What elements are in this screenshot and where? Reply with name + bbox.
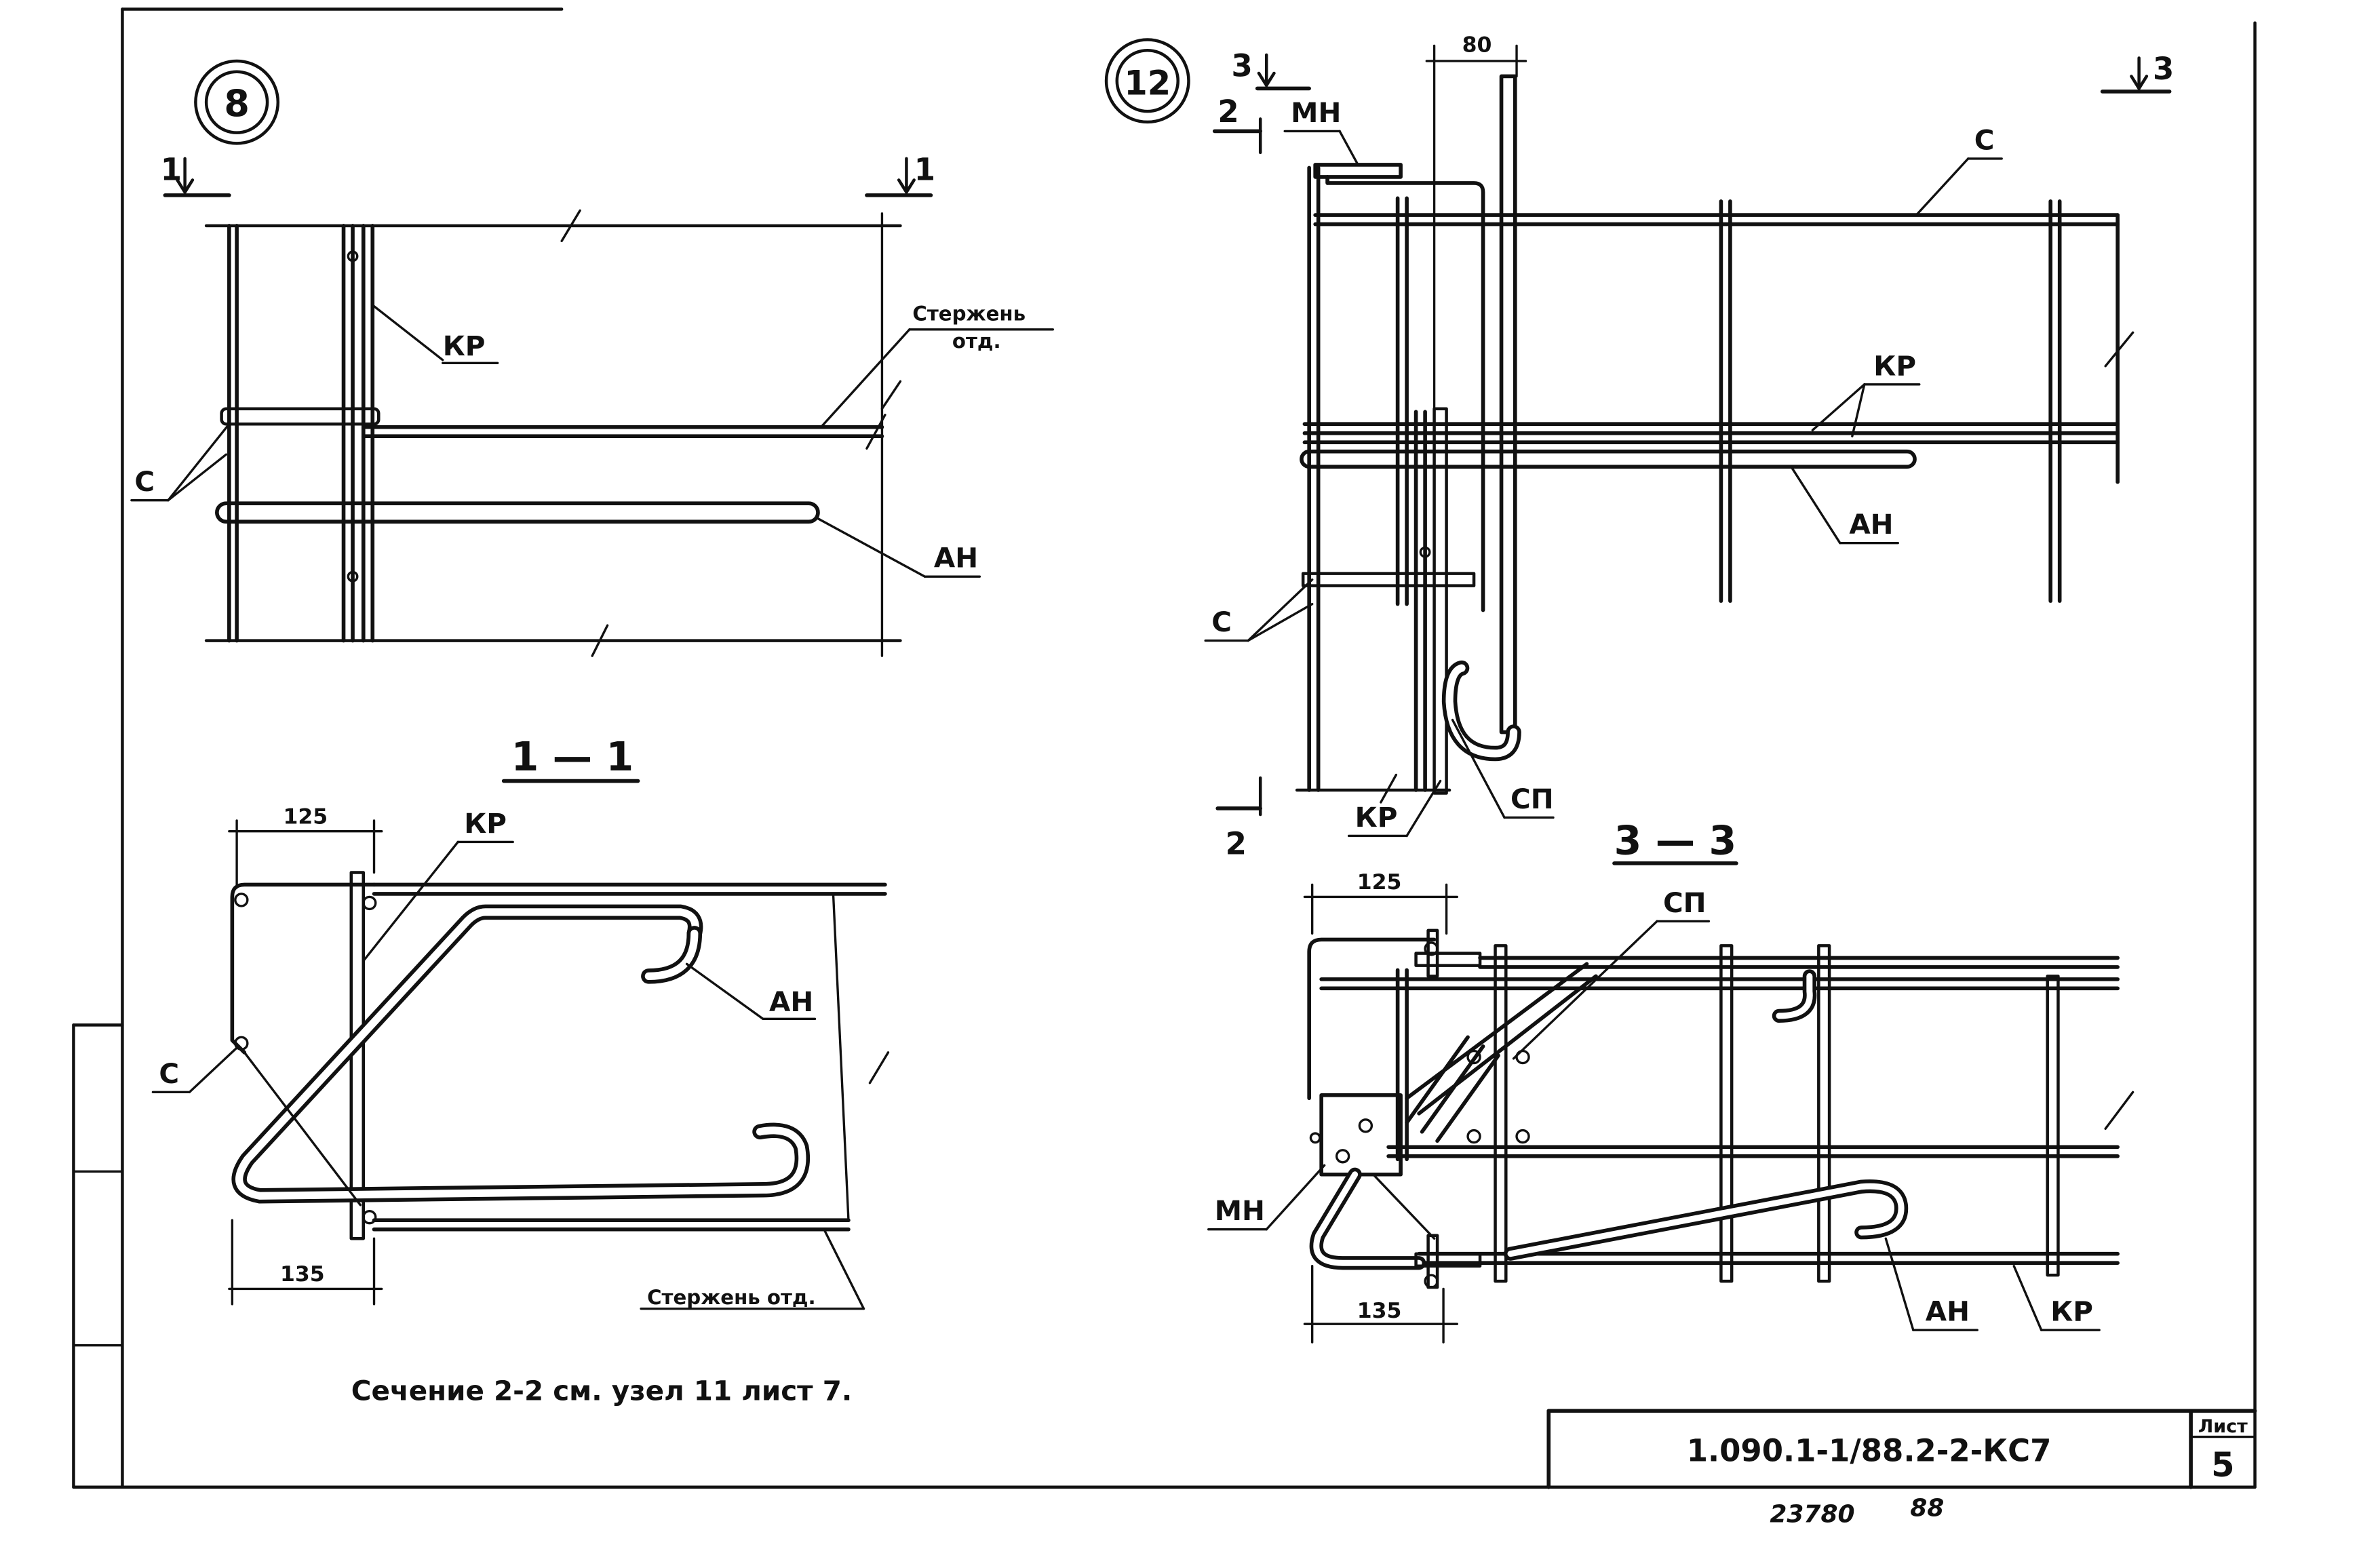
section-3-3-view: 3 — 3 125 — [1207, 817, 2134, 1344]
label-an: АН — [934, 542, 978, 574]
title-block: 1.090.1-1/88.2-2-КС7 Лист 5 — [1546, 1409, 2257, 1489]
label-sp: СП — [1510, 783, 1554, 815]
inventory-number: 23780 — [1770, 1501, 1854, 1529]
section-mark-3-right: 3 — [2153, 51, 2174, 87]
section-3-3-title: 3 — 3 — [1614, 817, 1737, 863]
section-mark-2-top: 2 — [1217, 94, 1239, 130]
section-mark-right: 1 — [914, 151, 935, 187]
section-mark-3-left: 3 — [1232, 47, 1253, 83]
node-8-view: 8 1 1 КР Стержень отд. С — [130, 59, 1055, 657]
label-kr: КР — [2050, 1295, 2093, 1328]
label-rod: Стержень отд. — [647, 1286, 816, 1309]
label-an: АН — [769, 985, 813, 1018]
label-rod-2: отд. — [952, 330, 1001, 353]
note: Сечение 2-2 см. узел 11 лист 7. — [351, 1375, 853, 1407]
dim-135: 135 — [1357, 1299, 1402, 1323]
doc-code: 1.090.1-1/88.2-2-КС7 — [1687, 1433, 2052, 1469]
label-mn: МН — [1291, 96, 1341, 129]
label-mn: МН — [1215, 1194, 1265, 1227]
section-1-1-view: 1 — 1 125 135 КР АН С — [151, 734, 890, 1310]
dim-80: 80 — [1462, 33, 1492, 57]
sheet-number: 5 — [2211, 1445, 2234, 1485]
label-an: АН — [1926, 1295, 1970, 1328]
label-an: АН — [1849, 508, 1893, 541]
sheet-frame — [72, 7, 2257, 1489]
label-s: С — [159, 1057, 179, 1090]
label-s: С — [1211, 606, 1232, 638]
label-s: С — [134, 465, 155, 498]
node-8-number: 8 — [224, 82, 250, 125]
section-mark-2-bottom: 2 — [1226, 825, 1247, 861]
dim-125: 125 — [1357, 870, 1402, 895]
sheet-label: Лист — [2198, 1416, 2248, 1437]
label-sp: СП — [1663, 886, 1707, 919]
node-12-number: 12 — [1124, 63, 1171, 102]
dim-125: 125 — [283, 804, 328, 829]
label-kr: КР — [443, 330, 486, 362]
section-1-1-title: 1 — 1 — [511, 734, 634, 780]
dim-135: 135 — [280, 1262, 325, 1287]
label-rod: Стержень — [912, 302, 1026, 325]
inventory-year: 88 — [1910, 1495, 1944, 1523]
label-kr: КР — [464, 807, 507, 840]
label-c: С — [1974, 123, 1995, 156]
label-kr: КР — [1873, 349, 1916, 382]
node-12-view: 12 3 3 2 2 80 — [1104, 33, 2174, 861]
label-kr-bottom: КР — [1355, 801, 1398, 834]
